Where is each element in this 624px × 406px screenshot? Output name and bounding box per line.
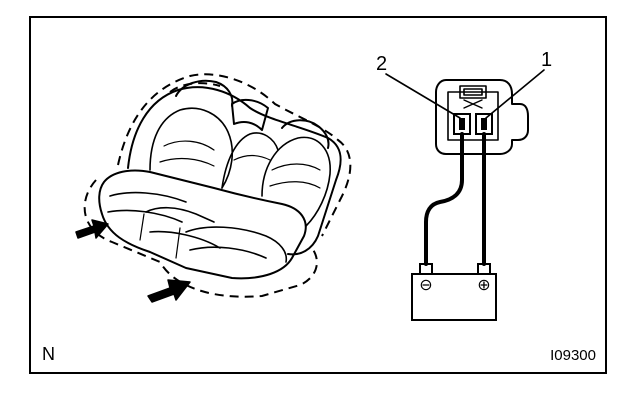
right-seatback-panel [261, 136, 331, 227]
cushion-seam-left [107, 191, 187, 223]
battery-body [411, 273, 497, 321]
center-seatback-stitch [233, 154, 271, 161]
arrow-lower [147, 279, 191, 303]
connector-lock-tab [459, 85, 487, 99]
battery-terminal-positive [477, 263, 491, 275]
connector-battery-illustration: ⊖ ⊕ [385, 69, 545, 321]
leader-line-1 [485, 69, 545, 119]
left-seatback-stitch [159, 140, 215, 167]
battery-negative-symbol: ⊖ [419, 277, 432, 294]
wire-negative [424, 132, 464, 266]
terminal-pin-2 [459, 118, 465, 130]
cushion-front-edge [145, 206, 221, 249]
left-headrest [175, 79, 234, 107]
left-seatback-panel [149, 107, 234, 189]
arrow-upper [75, 219, 109, 239]
right-headrest [281, 119, 330, 149]
right-seatback-stitch [269, 163, 321, 189]
corner-code-label: N [42, 344, 55, 364]
leader-line-2 [385, 73, 461, 119]
seatback-dashed-outline [117, 73, 352, 237]
connector-lock-symbol [463, 99, 483, 109]
center-seatback-panel [221, 132, 279, 189]
seat-cushion [98, 169, 307, 280]
seat-cushion-dashed-outline [83, 179, 318, 298]
battery-terminal-negative [419, 263, 433, 275]
figure-frame [29, 16, 607, 374]
terminal-2-label: 2 [376, 53, 387, 75]
terminal-1-label: 1 [541, 49, 552, 71]
seatback-shell [127, 86, 342, 256]
battery-positive-symbol: ⊕ [477, 277, 490, 294]
terminal-pin-1 [481, 118, 487, 130]
cushion-center-divider [139, 213, 181, 259]
figure-id-label: I09300 [550, 347, 596, 364]
rear-seat-illustration [75, 73, 352, 303]
cushion-seam-right [185, 226, 288, 263]
center-armrest [231, 98, 269, 131]
